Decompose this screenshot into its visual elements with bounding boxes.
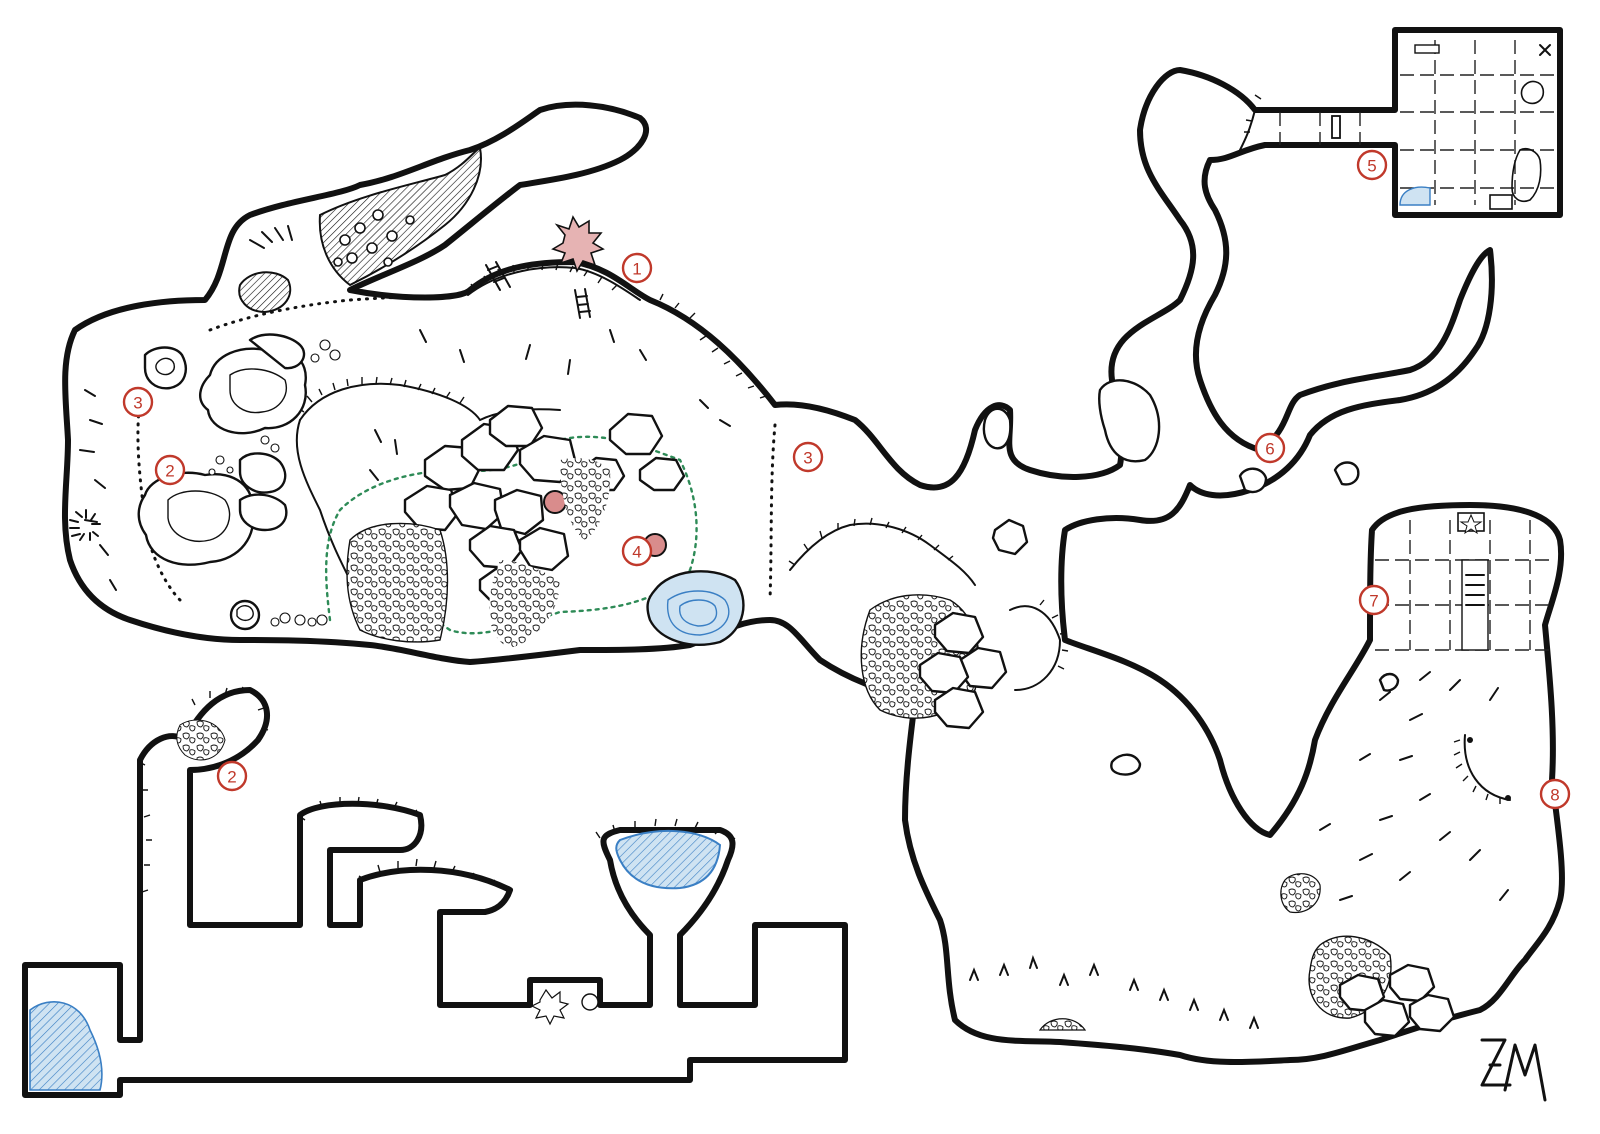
ladder-icon [485, 261, 591, 319]
numbered-marker-icon [1358, 584, 1390, 616]
marker-2[interactable]: 2 [154, 454, 186, 486]
signature-logo [1480, 1038, 1547, 1102]
marker-label: 2 [165, 462, 174, 481]
numbered-marker-icon [1356, 149, 1388, 181]
marker-7[interactable]: 7 [1358, 584, 1390, 616]
northeast-room [1239, 40, 1555, 210]
rocky-wall-texture [138, 686, 496, 893]
numbered-marker-icon [122, 386, 154, 418]
central-rocks [788, 379, 1161, 776]
door-icon [1331, 115, 1341, 139]
floor-texture [79, 225, 731, 591]
bed-icon [1511, 147, 1542, 203]
marker-2[interactable]: 2 [216, 760, 248, 792]
dotted-boundary-east [768, 423, 777, 602]
numbered-marker-icon [621, 252, 653, 284]
water-pool [646, 570, 745, 646]
spiky-creature-icon [551, 215, 605, 273]
west-boulders [137, 333, 307, 566]
marker-4[interactable]: 4 [621, 535, 653, 567]
marker-label: 3 [133, 394, 142, 413]
marker-label: 7 [1369, 592, 1378, 611]
numbered-marker-icon [216, 760, 248, 792]
southwest-complex [22, 686, 848, 1098]
marker-label: 4 [632, 543, 641, 562]
marker-label: 1 [632, 260, 641, 279]
marker-3[interactable]: 3 [122, 386, 154, 418]
marker-6[interactable]: 6 [1254, 432, 1286, 464]
markers-layer: 1 2 2 3 3 4 5 6 7 8 [122, 149, 1571, 810]
shrub-icon [69, 509, 101, 541]
numbered-marker-icon [1539, 778, 1571, 810]
marker-1[interactable]: 1 [621, 252, 653, 284]
numbered-marker-icon [1254, 432, 1286, 464]
marker-label: 6 [1265, 440, 1274, 459]
numbered-marker-icon [792, 441, 824, 473]
numbered-marker-icon [621, 535, 653, 567]
marker-label: 5 [1367, 157, 1376, 176]
marker-3[interactable]: 3 [792, 441, 824, 473]
marker-8[interactable]: 8 [1539, 778, 1571, 810]
grass-tufts [969, 954, 1259, 1029]
marker-label: 3 [803, 449, 812, 468]
marker-5[interactable]: 5 [1356, 149, 1388, 181]
marker-label: 8 [1550, 786, 1559, 805]
southeast-room [969, 461, 1555, 1038]
marker-label: 2 [227, 768, 236, 787]
chest-icon [1489, 194, 1513, 210]
pebbles [208, 339, 341, 627]
green-trail [325, 435, 698, 635]
numbered-marker-icon [154, 454, 186, 486]
